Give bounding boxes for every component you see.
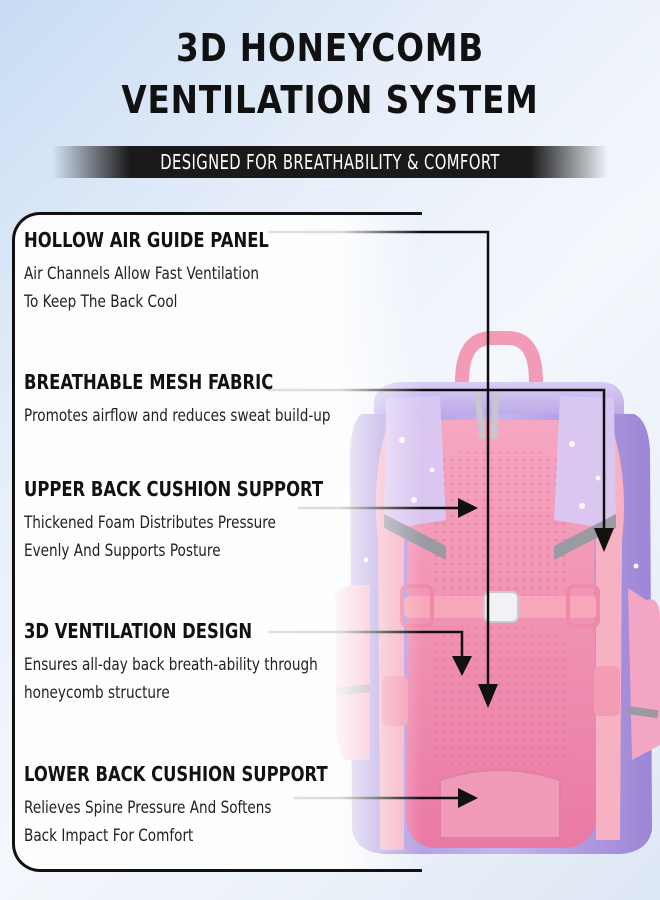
feature-title: 3D VENTILATION DESIGN	[24, 619, 253, 643]
backpack-handle	[455, 331, 543, 389]
feature-hollow-air-guide: HOLLOW AIR GUIDE PANEL Air Channels Allo…	[24, 228, 323, 316]
subtitle-banner	[52, 146, 608, 178]
feature-description: Thickened Foam Distributes Pressure Even…	[24, 513, 276, 561]
feature-breathable-mesh: BREATHABLE MESH FABRIC Promotes airflow …	[24, 370, 407, 430]
subtitle-banner-text: DESIGNED FOR BREATHABILITY & COMFORT	[160, 150, 500, 174]
feature-upper-back-cushion: UPPER BACK CUSHION SUPPORT Thickened Foa…	[24, 477, 389, 565]
feature-title: LOWER BACK CUSHION SUPPORT	[24, 762, 328, 786]
side-pocket-right	[628, 588, 660, 760]
arrow-head-icon	[452, 498, 614, 808]
feature-3d-ventilation: 3D VENTILATION DESIGN Ensures all-day ba…	[24, 619, 391, 707]
chest-buckle	[483, 591, 519, 623]
feature-lower-back-cushion: LOWER BACK CUSHION SUPPORT Relieves Spin…	[24, 762, 394, 850]
feature-description: Promotes airflow and reduces sweat build…	[24, 406, 331, 426]
feature-description: Air Channels Allow Fast Ventilation To K…	[24, 264, 260, 312]
feature-title: UPPER BACK CUSHION SUPPORT	[24, 477, 324, 501]
page-title-line-1: 3D HONEYCOMB	[175, 26, 485, 70]
page-title-line-2: VENTILATION SYSTEM	[121, 78, 539, 122]
feature-description: Ensures all-day back breath-ability thro…	[24, 655, 318, 703]
feature-panel	[12, 212, 422, 872]
feature-description: Relieves Spine Pressure And Softens Back…	[24, 798, 272, 846]
feature-title: BREATHABLE MESH FABRIC	[24, 370, 274, 394]
feature-title: HOLLOW AIR GUIDE PANEL	[24, 228, 269, 252]
